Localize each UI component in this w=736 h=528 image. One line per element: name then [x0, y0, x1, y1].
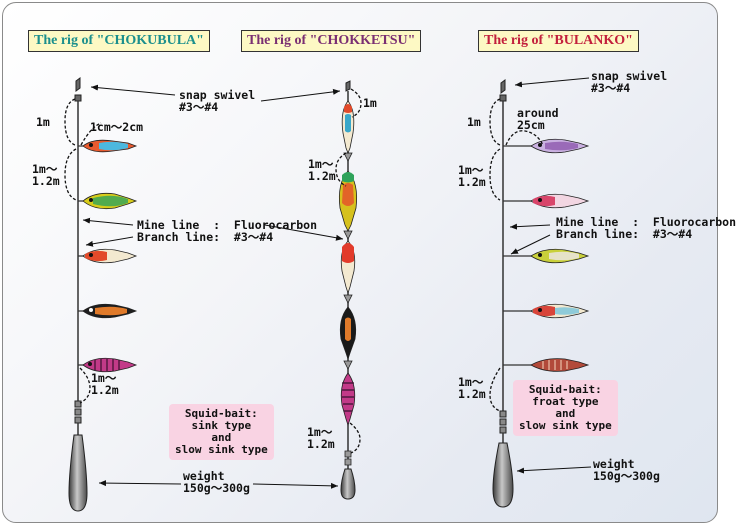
- right-lure-2: [530, 193, 590, 209]
- snap-swivel-label-center: snap swivel #3～#4: [179, 88, 256, 114]
- left-lure-4: [82, 303, 138, 319]
- center-dim-bottom: 1m～ 1.2m: [307, 425, 335, 451]
- center-sinker: [340, 468, 356, 500]
- right-sinker: [492, 442, 514, 508]
- left-dim-top: 1m: [36, 115, 50, 129]
- left-dimension-brackets: [64, 98, 102, 404]
- center-lure-5: [340, 372, 356, 427]
- title-chokketsu: The rig of "CHOKKETSU": [241, 30, 422, 52]
- center-lure-3: [340, 240, 356, 295]
- left-rig: [64, 77, 138, 512]
- right-lure-5: [530, 358, 590, 372]
- weight-label-right: weight 150g～300g: [593, 457, 660, 483]
- left-sinker: [68, 434, 88, 512]
- right-rig: [489, 79, 590, 508]
- left-lure-1: [82, 139, 138, 153]
- center-dim-mid: 1m～ 1.2m: [308, 157, 336, 183]
- right-dim-mid: 1m～ 1.2m: [458, 163, 486, 189]
- left-lure-5: [82, 357, 138, 373]
- right-snap-swivel: [499, 79, 507, 102]
- left-swivel-chain: [74, 400, 82, 424]
- weight-label-center: weight 150g～300g: [183, 469, 250, 495]
- right-branches: [503, 145, 533, 366]
- line-spec-label-center: Mine line : Fluorocarbon Branch line: #3…: [137, 218, 318, 244]
- left-dim-bottom: 1m～ 1.2m: [91, 371, 119, 397]
- line-spec-label-right: Mine line : Fluorocarbon Branch line: #3…: [556, 215, 736, 241]
- squid-bait-badge-right: Squid-bait: froat type and slow sink typ…: [513, 380, 618, 436]
- right-lure-1: [530, 138, 590, 154]
- right-dim-bottom: 1m～ 1.2m: [458, 375, 486, 401]
- rig-illustration: [64, 77, 592, 512]
- right-dimension-brackets: [489, 98, 544, 412]
- title-bulanko: The rig of "BULANKO": [478, 30, 639, 52]
- right-dim-around: around 25cm: [517, 106, 559, 132]
- center-rig: [335, 80, 362, 500]
- left-snap-swivel: [74, 77, 82, 102]
- title-chokubula: The rig of "CHOKUBULA": [28, 30, 210, 52]
- center-snap-swivel: [345, 80, 351, 92]
- squid-bait-badge-center: Squid-bait: sink type and slow sink type: [169, 404, 274, 460]
- right-lure-3: [530, 248, 590, 264]
- left-dim-mid: 1m～ 1.2m: [32, 162, 60, 188]
- center-lure-4: [339, 306, 357, 361]
- center-lure-2: [338, 170, 358, 232]
- right-lure-4: [530, 303, 590, 319]
- left-dim-spacing: 1cm～2cm: [90, 120, 144, 134]
- center-dim-top: 1m: [363, 96, 377, 110]
- right-swivel-chain: [499, 410, 507, 434]
- pointer-arrows: [82, 77, 592, 489]
- center-dimension-brackets: [335, 88, 362, 454]
- center-swivels: [343, 152, 353, 466]
- left-lure-2: [82, 192, 138, 210]
- left-lure-3: [82, 248, 138, 264]
- right-dim-top: 1m: [467, 115, 481, 129]
- center-lure-1: [341, 100, 355, 155]
- snap-swivel-label-right: snap swivel #3～#4: [591, 69, 668, 95]
